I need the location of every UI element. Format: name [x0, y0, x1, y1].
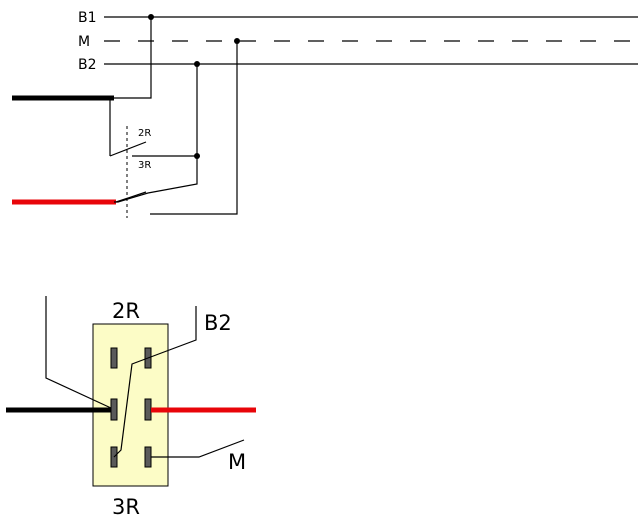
switch-bottom-label: 3R [112, 495, 140, 519]
contact-3r-label: 3R [138, 160, 151, 171]
schematic: B1 M B2 2R 3R [12, 10, 638, 218]
switch-body [92, 323, 169, 487]
contact-3r-blade [114, 156, 198, 203]
contact-m-blade [115, 191, 147, 203]
switch-m-wire [151, 439, 245, 458]
m-feed-wire [150, 41, 238, 215]
bus-b1-label: B1 [78, 10, 97, 26]
switch-illustration: 2R 3R B2 M [6, 296, 256, 519]
pin-mid-right [144, 398, 152, 421]
switch-bridge-wire [113, 357, 149, 458]
b1-feed-wire [110, 17, 152, 99]
b2-contact-wire [132, 64, 198, 157]
pin-mid-left [110, 398, 118, 421]
pin-top-left [110, 347, 118, 369]
switch-common-wire [45, 296, 112, 409]
m-junction [234, 38, 240, 44]
bus-m-label: M [78, 34, 90, 50]
b2-junction [194, 61, 200, 67]
b1-junction [148, 14, 154, 20]
bus-b2-label: B2 [78, 57, 97, 73]
switch-b2-label: B2 [204, 311, 232, 335]
pin-bottom-right [144, 446, 152, 468]
contact-2r-blade [109, 141, 147, 157]
switch-top-label: 2R [112, 299, 140, 323]
switch-b2-wire [147, 306, 197, 359]
contact-2r-label: 2R [138, 128, 151, 139]
switch-m-label: M [228, 450, 246, 474]
